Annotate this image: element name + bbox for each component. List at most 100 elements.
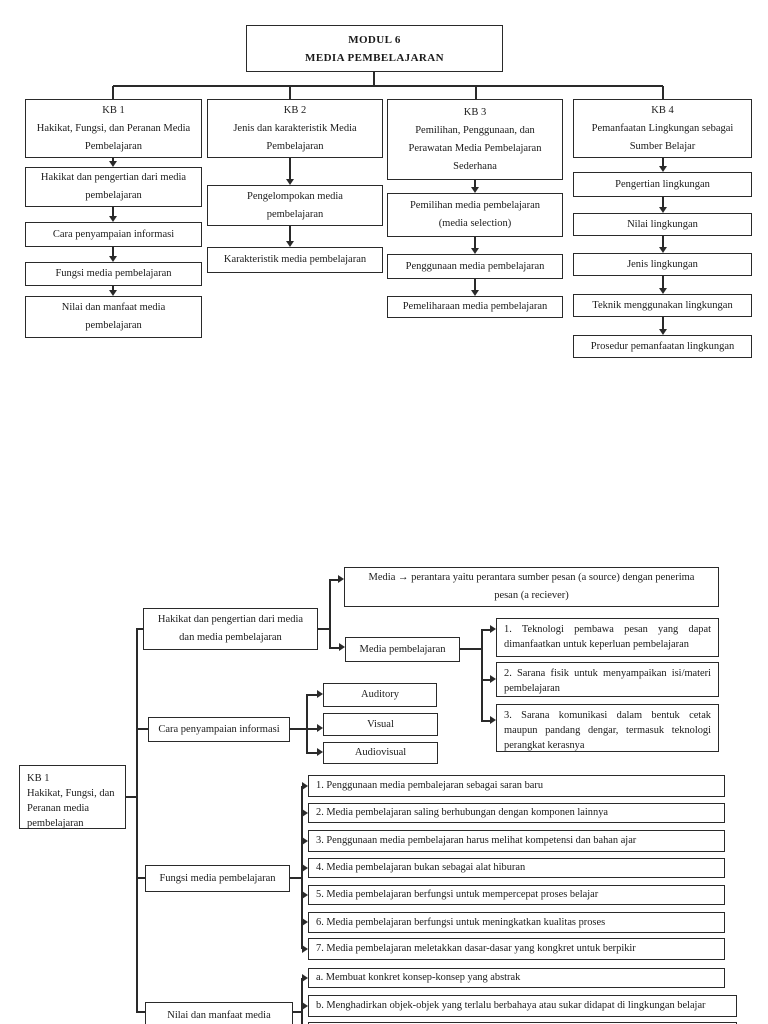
connector-line	[662, 236, 664, 248]
arrowhead-right	[490, 716, 496, 724]
connector-line	[112, 247, 114, 257]
connector-line	[306, 695, 308, 753]
arrowhead-down	[286, 241, 294, 247]
connector-line	[136, 628, 138, 1012]
modul-title-box: MODUL 6 MEDIA PEMBELAJARAN	[246, 25, 503, 72]
connector-line	[136, 877, 146, 879]
connector-line	[289, 86, 291, 99]
kb3-item-box: Penggunaan media pembelajaran	[387, 254, 563, 279]
connector-line	[301, 786, 303, 949]
connector-line	[306, 752, 317, 754]
connector-line	[113, 85, 663, 87]
connector-line	[481, 629, 490, 631]
arrowhead-right	[490, 625, 496, 633]
arrowhead-right	[302, 891, 308, 899]
connector-line	[662, 317, 664, 330]
media-pembelajaran-box: Media pembelajaran	[345, 637, 460, 662]
arrowhead-down	[109, 290, 117, 296]
arrowhead-down	[659, 288, 667, 294]
connector-line	[481, 630, 483, 721]
kb4-item-box: Nilai lingkungan	[573, 213, 752, 236]
connector-line	[289, 226, 291, 242]
connector-line	[306, 694, 317, 696]
arrowhead-right	[302, 837, 308, 845]
connector-line	[318, 628, 330, 630]
connector-line	[373, 72, 375, 86]
arrowhead-down	[659, 207, 667, 213]
fungsi-item-box: 6. Media pembelajaran berfungsi untuk me…	[308, 912, 725, 933]
arrowhead-right	[490, 675, 496, 683]
kb4-item-box: Jenis lingkungan	[573, 253, 752, 276]
media-item-box: 1. Teknologi pembawa pesan yang dapat di…	[496, 618, 719, 657]
connector-line	[112, 158, 114, 162]
kb1-item-box: Hakikat dan pengertian dari media pembel…	[25, 167, 202, 207]
kb1-item-box: Cara penyampaian informasi	[25, 222, 202, 247]
kb2-header-box: KB 2 Jenis dan karakteristik Media Pembe…	[207, 99, 383, 158]
kb3-header-box: KB 3 Pemilihan, Penggunaan, dan Perawata…	[387, 99, 563, 180]
fungsi-item-box: 7. Media pembelajaran meletakkan dasar-d…	[308, 938, 725, 960]
connector-line	[112, 86, 114, 99]
arrowhead-right	[302, 945, 308, 953]
arrowhead-down	[659, 247, 667, 253]
arrowhead-down	[109, 216, 117, 222]
kb4-item-box: Pengertian lingkungan	[573, 172, 752, 197]
arrowhead-right	[338, 575, 344, 583]
kb4-header-box: KB 4 Pemanfaatan Lingkungan sebagai Sumb…	[573, 99, 752, 158]
connector-line	[474, 237, 476, 249]
connector-line	[475, 86, 477, 99]
connector-line	[662, 86, 664, 99]
connector-line	[136, 628, 144, 630]
fungsi-item-box: 4. Media pembelajaran bukan sebagai alat…	[308, 858, 725, 878]
arrowhead-right	[302, 918, 308, 926]
kb1-item-box: Fungsi media pembelajaran	[25, 262, 202, 286]
connector-line	[329, 647, 339, 649]
arrowhead-down	[471, 290, 479, 296]
connector-line	[481, 679, 490, 681]
connector-line	[136, 728, 149, 730]
hakikat-label-box: Hakikat dan pengertian dari media dan me…	[143, 608, 318, 650]
connector-line	[293, 1011, 302, 1013]
kb4-item-box: Prosedur pemanfaatan lingkungan	[573, 335, 752, 358]
connector-line	[112, 207, 114, 217]
media-item-box: 2. Sarana fisik untuk menyampaikan isi/m…	[496, 662, 719, 697]
fungsi-item-box: 3. Penggunaan media pembelajaran harus m…	[308, 830, 725, 852]
arrowhead-down	[659, 329, 667, 335]
connector-line	[481, 720, 490, 722]
arrowhead-down	[471, 248, 479, 254]
nilai-label-box: Nilai dan manfaat media	[145, 1002, 293, 1024]
connector-line	[662, 197, 664, 208]
nilai-item-partial-box	[308, 1022, 737, 1024]
kb2-item-box: Pengelompokan media pembelajaran	[207, 185, 383, 226]
arrowhead-right	[317, 690, 323, 698]
arrowhead-down	[109, 161, 117, 167]
kb2-item-box: Karakteristik media pembelajaran	[207, 247, 383, 273]
arrowhead-right	[302, 864, 308, 872]
arrowhead-down	[659, 166, 667, 172]
cara-item-box: Auditory	[323, 683, 437, 707]
kb3-item-box: Pemilihan media pembelajaran (media sele…	[387, 193, 563, 237]
kb1-root-box: KB 1 Hakikat, Fungsi, dan Peranan media …	[19, 765, 126, 829]
connector-line	[662, 158, 664, 167]
kb1-item-box: Nilai dan manfaat media pembelajaran	[25, 296, 202, 338]
kb3-item-box: Pemeliharaan media pembelajaran	[387, 296, 563, 318]
fungsi-item-box: 5. Media pembelajaran berfungsi untuk me…	[308, 885, 725, 905]
connector-line	[662, 276, 664, 289]
nilai-item-box: a. Membuat konkret konsep-konsep yang ab…	[308, 968, 725, 988]
fungsi-item-box: 2. Media pembelajaran saling berhubungan…	[308, 803, 725, 823]
connector-line	[329, 579, 338, 581]
connector-line	[474, 180, 476, 188]
media-definition-box: Media → perantara yaitu perantara sumber…	[344, 567, 719, 607]
kb4-item-box: Teknik menggunakan lingkungan	[573, 294, 752, 317]
arrowhead-right	[302, 974, 308, 982]
connector-line	[289, 158, 291, 180]
connector-line	[112, 286, 114, 291]
connector-line	[136, 1011, 146, 1013]
cara-label-box: Cara penyampaian informasi	[148, 717, 290, 742]
arrowhead-right	[302, 1002, 308, 1010]
cara-item-box: Visual	[323, 713, 438, 736]
arrowhead-right	[302, 782, 308, 790]
arrowhead-right	[339, 643, 345, 651]
connector-line	[290, 877, 302, 879]
arrowhead-right	[317, 748, 323, 756]
